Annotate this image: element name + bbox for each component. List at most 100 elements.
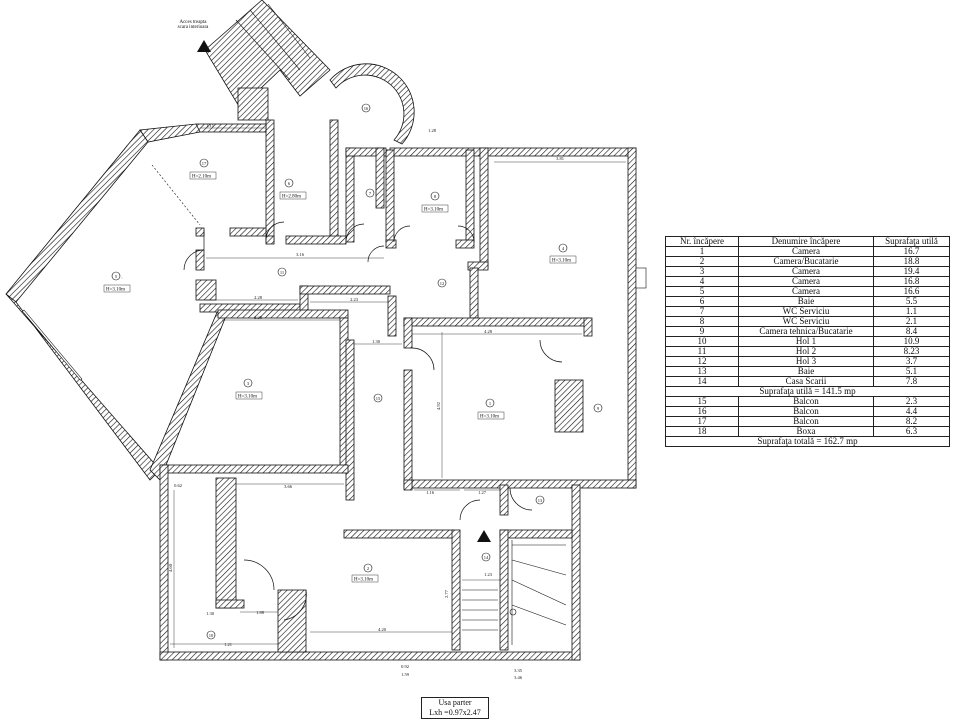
height-label: H=2.10m xyxy=(192,175,211,180)
room-markers xyxy=(111,103,603,640)
access-note-line: Acces treapta xyxy=(179,20,207,25)
legend-room-number: 4 xyxy=(665,276,739,287)
legend-room-name: Camera xyxy=(738,246,874,257)
height-label: H=3.10m xyxy=(238,395,257,400)
dimension-text: 3.81 4.28 3.16 2.28 2.28 2.23 1.30 3.66 … xyxy=(168,123,564,680)
legend-room-number: 8 xyxy=(665,316,739,327)
legend-room-number: 13 xyxy=(665,366,739,377)
height-label: H=3.10m xyxy=(354,578,373,583)
height-label: H=3.10m xyxy=(106,288,125,293)
legend-total: Suprafaţa totală = 162.7 mp xyxy=(665,436,950,447)
legend-room-number: 16 xyxy=(665,406,739,417)
legend-room-number: 17 xyxy=(665,416,739,427)
dimension-value: 3.66 xyxy=(284,484,293,489)
legend-room-area: 2.1 xyxy=(873,316,950,327)
room-number: 9 xyxy=(597,406,600,411)
room-number: 15 xyxy=(376,396,381,401)
legend-room-area: 16.6 xyxy=(873,286,950,297)
dimension-value: 1.30 xyxy=(372,339,381,344)
legend-room-name: Balcon xyxy=(738,396,874,407)
dimension-value: 2.28 xyxy=(254,295,263,300)
dimension-value: 1.16 xyxy=(426,490,435,495)
dimension-value: 4.20 xyxy=(378,627,387,632)
dimension-value: 2.77 xyxy=(444,589,449,598)
height-label: H=2.80m xyxy=(282,195,301,200)
door-swings xyxy=(183,221,563,621)
legend-room-area: 16.7 xyxy=(873,246,950,257)
height-label: H=3.10m xyxy=(480,415,499,420)
legend-header: Denumire încăpere xyxy=(738,236,874,247)
dimension-lines xyxy=(170,127,626,648)
room-number: 8 xyxy=(434,194,437,199)
legend-room-name: Baie xyxy=(738,296,874,307)
room-number: 6 xyxy=(288,181,291,186)
access-note: Acces treapta scara interioara xyxy=(168,20,218,30)
legend-room-number: 12 xyxy=(665,356,739,367)
dimension-value: 3.81 xyxy=(556,156,564,161)
legend-room-number: 1 xyxy=(665,246,739,257)
legend-header-row: Nr. încăpere Denumire încăpere Suprafaţa… xyxy=(665,236,950,247)
room-number: 3 xyxy=(247,381,250,386)
legend-room-area: 19.4 xyxy=(873,266,950,277)
legend-room-name: Hol 1 xyxy=(738,336,874,347)
room-number: 7 xyxy=(369,191,372,196)
legend-room-number: 15 xyxy=(665,396,739,407)
room-number: 16 xyxy=(364,106,369,111)
legend-room-area: 8.2 xyxy=(873,416,950,427)
legend-room-name: WC Serviciu xyxy=(738,316,874,327)
legend-room-name: Camera xyxy=(738,276,874,287)
room-number: 4 xyxy=(562,246,565,251)
legend-room-name: Casa Scarii xyxy=(738,376,874,387)
caption-line: Lxh =0.97x2.47 xyxy=(429,708,481,717)
legend-room-number: 9 xyxy=(665,326,739,337)
legend-room-name: Balcon xyxy=(738,406,874,417)
legend-room-number: 7 xyxy=(665,306,739,317)
height-labels: H=3.10m H=3.10m H=3.10m H=3.10m H=3.10m … xyxy=(103,171,577,583)
entrance-arrow-top xyxy=(197,40,211,52)
room-number: 2 xyxy=(367,566,369,571)
legend-room-name: Hol 3 xyxy=(738,356,874,367)
dimension-value: 1.88 xyxy=(256,610,265,615)
dimension-value: 0.62 xyxy=(174,483,182,488)
legend-total-row: Suprafaţa totală = 162.7 mp xyxy=(665,436,950,447)
legend-header: Nr. încăpere xyxy=(665,236,739,247)
dimension-value: 1.59 xyxy=(401,672,410,677)
room-number: 12 xyxy=(440,281,445,286)
legend-room-name: Camera xyxy=(738,266,874,277)
legend-room-name: WC Serviciu xyxy=(738,306,874,317)
legend-room-number: 11 xyxy=(665,346,739,357)
legend-header: Suprafaţa utilă xyxy=(873,236,950,247)
windows xyxy=(22,164,647,381)
legend-room-number: 5 xyxy=(665,286,739,297)
legend-room-area: 5.1 xyxy=(873,366,950,377)
dimension-value: 0.92 xyxy=(401,664,409,669)
room-number: 1 xyxy=(489,401,491,406)
dimension-value: 1.21 xyxy=(224,642,232,647)
legend-room-area: 7.8 xyxy=(873,376,950,387)
height-label: H=3.10m xyxy=(552,259,571,264)
legend-room-area: 5.5 xyxy=(873,296,950,307)
legend-subtotal-row: Suprafaţa utilă = 141.5 mp xyxy=(665,386,950,397)
room-legend-table: Nr. încăpere Denumire încăpere Suprafaţa… xyxy=(665,236,950,447)
legend-room-number: 6 xyxy=(665,296,739,307)
legend-room-number: 3 xyxy=(665,266,739,277)
dimension-value: 1.27 xyxy=(478,490,487,495)
dimension-value: 3.16 xyxy=(296,252,305,257)
legend-subtotal: Suprafaţa utilă = 141.5 mp xyxy=(665,386,950,397)
